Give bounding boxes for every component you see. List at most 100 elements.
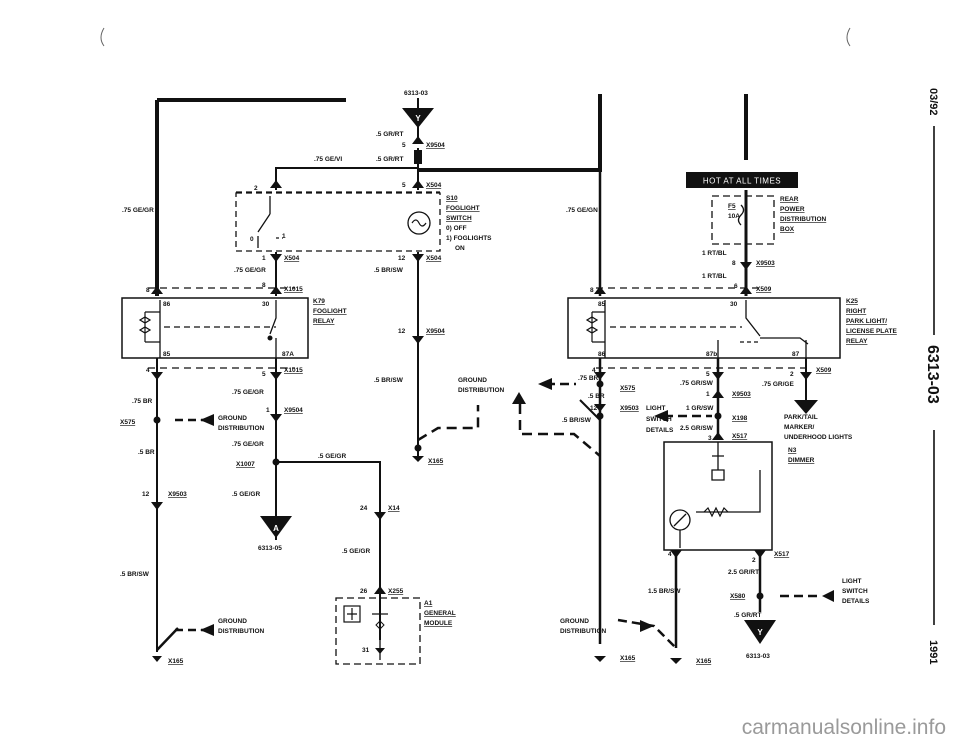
pin-label: 6 xyxy=(734,283,738,290)
wire-label: .75 GR/GE xyxy=(762,381,794,388)
wire-label: 1.5 BR/SW xyxy=(648,588,681,595)
wire-label: 2.5 GR/SW xyxy=(680,425,714,432)
connector-label: X9503 xyxy=(620,405,639,412)
lsd-b-line: LIGHT xyxy=(842,578,862,585)
connector-label: X504 xyxy=(426,255,442,262)
pin-label: 2 xyxy=(790,371,794,378)
pin-label: 8 xyxy=(732,260,736,267)
connector-label: X1007 xyxy=(236,461,255,468)
s10-line: 0) OFF xyxy=(446,225,467,232)
connector-label: X165 xyxy=(620,655,636,662)
right-connectors xyxy=(512,262,834,664)
pin-label: 86 xyxy=(163,301,171,308)
connector-label: X165 xyxy=(428,458,444,465)
ref-label: 6313-03 xyxy=(746,653,770,660)
wire-label: .5 BR/SW xyxy=(562,417,592,424)
rpd-line: DISTRIBUTION xyxy=(780,216,827,223)
wire-label: 1 RT/BL xyxy=(702,273,727,280)
pin-label: 1 xyxy=(706,391,710,398)
wire-label: 1 RT/BL xyxy=(702,250,727,257)
park-line: UNDERHOOD LIGHTS xyxy=(784,434,853,441)
wire-label: .5 BR/SW xyxy=(374,377,404,384)
connector-label: X9504 xyxy=(426,142,445,149)
pin-label: 26 xyxy=(360,588,368,595)
wire-label: 1 GR/SW xyxy=(686,405,714,412)
connector-label: X165 xyxy=(168,658,184,665)
connector-label: X9503 xyxy=(756,260,775,267)
pin-label: 87 xyxy=(792,351,800,358)
connector-label: X1015 xyxy=(284,286,303,293)
pin-label: 30 xyxy=(730,301,738,308)
left-connectors xyxy=(151,108,434,662)
wire-label: .5 BR/SW xyxy=(374,267,404,274)
hot-at-all-times-banner: HOT AT ALL TIMES xyxy=(686,172,798,188)
k79-line: RELAY xyxy=(313,318,335,325)
k25-line: PARK LIGHT/ xyxy=(846,318,887,325)
connector-label: X198 xyxy=(732,415,748,422)
pin-label: 2 xyxy=(254,185,258,192)
pin-label: 1 xyxy=(262,255,266,262)
pin-label: 12 xyxy=(398,255,406,262)
connector-label: X165 xyxy=(696,658,712,665)
ground-label: GROUND xyxy=(560,618,589,625)
ground-label: GROUND xyxy=(218,618,247,625)
connector-label: X9504 xyxy=(426,328,445,335)
pin-label: 8 xyxy=(262,282,266,289)
rpd-line: BOX xyxy=(780,226,795,233)
connector-label: X255 xyxy=(388,588,404,595)
pin-label: 3 xyxy=(708,435,712,442)
wire-label: .5 GE/GR xyxy=(342,548,370,555)
pin-label: 85 xyxy=(598,301,606,308)
pin-label: 2 xyxy=(752,557,756,564)
s10-line: ON xyxy=(455,245,465,252)
right-circuit xyxy=(418,94,841,649)
wire-label: .75 GE/GR xyxy=(232,389,264,396)
ground-label: DISTRIBUTION xyxy=(218,628,265,635)
side-year: 1991 xyxy=(927,640,939,664)
pin-label: 24 xyxy=(360,505,368,512)
k25-line: RELAY xyxy=(846,338,868,345)
fuse-amp: 10A xyxy=(728,213,740,220)
wire-label: .5 BR/SW xyxy=(120,571,150,578)
wire-label: .5 BR xyxy=(588,393,605,400)
a1-line: MODULE xyxy=(424,620,453,627)
n3-name: N3 xyxy=(788,447,797,454)
pin-label: 4 xyxy=(668,551,672,558)
rpd-line: POWER xyxy=(780,206,805,213)
ground-label: DISTRIBUTION xyxy=(560,628,607,635)
k79-line: FOGLIGHT xyxy=(313,308,347,315)
a1-line: GENERAL xyxy=(424,610,456,617)
k79-name: K79 xyxy=(313,298,325,305)
pin-label: 5 xyxy=(402,142,406,149)
wire-label: .75 GE/VI xyxy=(314,156,342,163)
ground-label: DISTRIBUTION xyxy=(218,425,265,432)
pin-label: 12 xyxy=(398,328,406,335)
pin-label: 30 xyxy=(262,301,270,308)
pin-label: 87b xyxy=(706,351,717,358)
ground-label: GROUND xyxy=(458,377,487,384)
connector-label: X1015 xyxy=(284,367,303,374)
pin-label: 5 xyxy=(262,371,266,378)
pin-label: 1 xyxy=(266,407,270,414)
wire-label: .75 GE/GN xyxy=(566,207,598,214)
connector-label: X575 xyxy=(120,419,136,426)
connector-label: X517 xyxy=(732,433,748,440)
connector-label: X9504 xyxy=(284,407,303,414)
wire-label: .5 BR xyxy=(138,449,155,456)
scan-mark xyxy=(100,27,105,47)
wire-label: .75 GR/SW xyxy=(680,380,714,387)
switch-position: 0 xyxy=(250,236,254,243)
scan-mark xyxy=(846,27,851,47)
pin-label: 4 xyxy=(146,367,150,374)
lsd-b-line: SWITCH xyxy=(842,588,868,595)
diagram-labels: 6313-03 Y .5 GR/RT 5 X9504 .75 GE/VI .5 … xyxy=(120,90,897,665)
fuse-name: F5 xyxy=(728,203,736,210)
wire-label: .5 GE/GR xyxy=(318,453,346,460)
s10-line: FOGLIGHT xyxy=(446,205,480,212)
park-line: PARK/TAIL xyxy=(784,414,818,421)
ref-label: 6313-05 xyxy=(258,545,282,552)
k25-line: RIGHT xyxy=(846,308,866,315)
connector-label: X509 xyxy=(756,286,772,293)
